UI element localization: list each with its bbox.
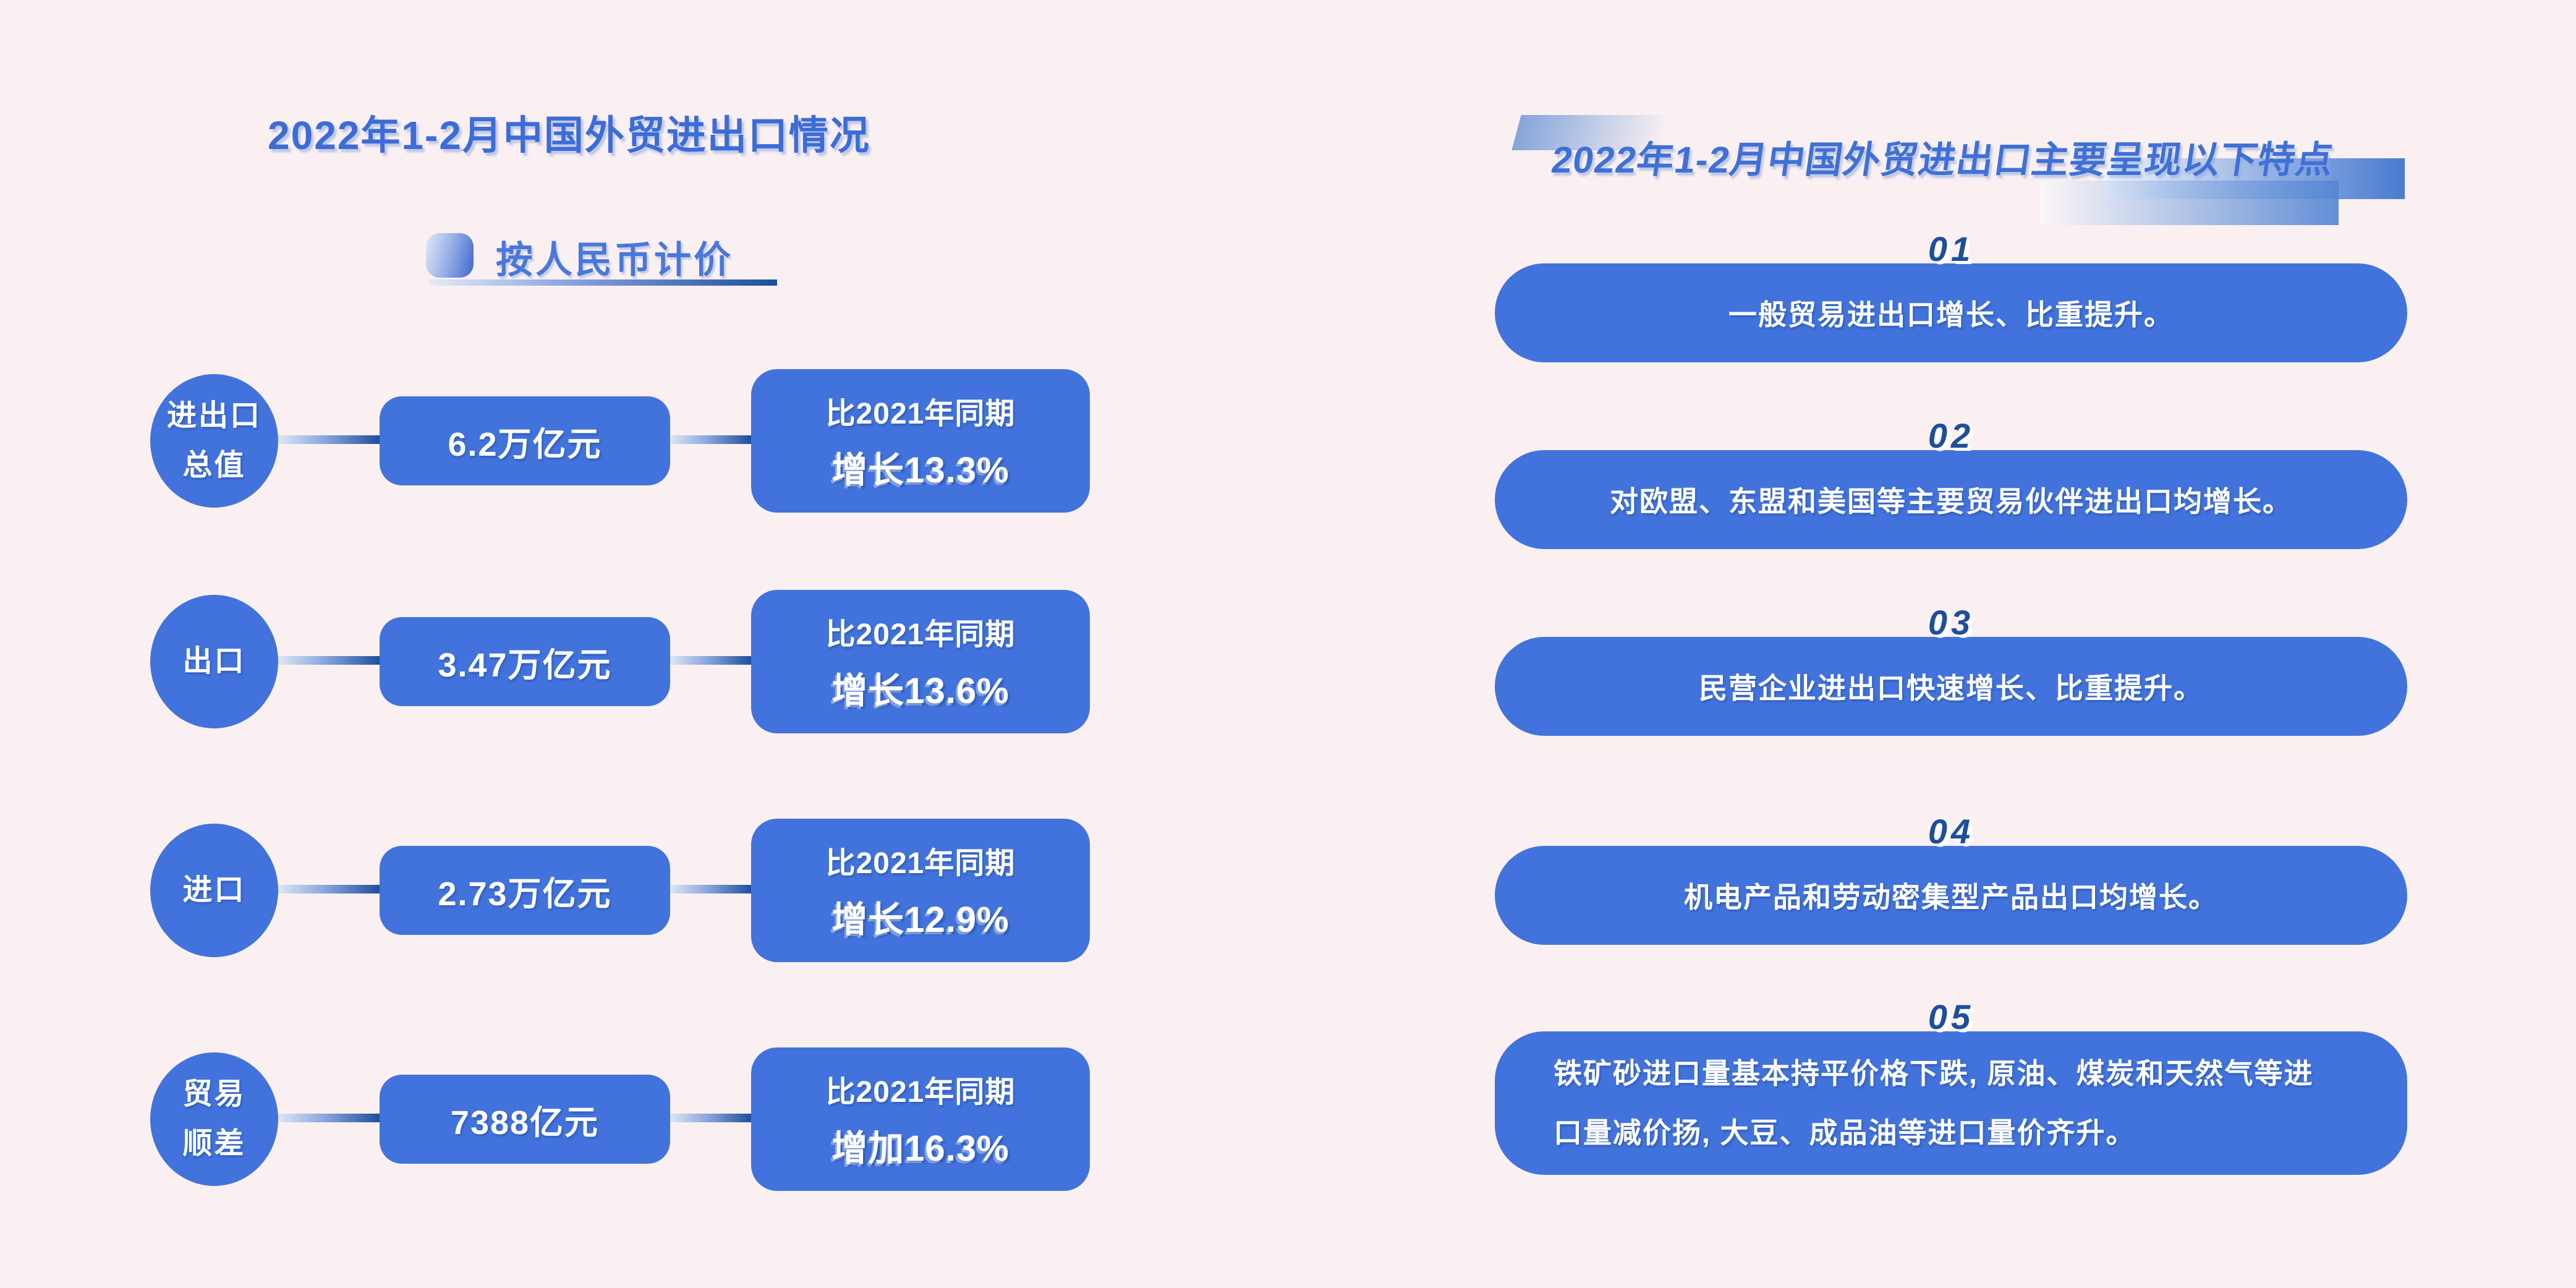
stat-circle: 进口 <box>150 824 278 957</box>
circle-label-line1: 进口 <box>182 874 246 906</box>
connector-line <box>670 885 751 893</box>
compare-line1: 比2021年同期 <box>825 847 1016 880</box>
connector-line <box>278 656 380 665</box>
feature-number: 02 <box>1928 416 1975 455</box>
feature-text: 机电产品和劳动密集型产品出口均增长。 <box>1684 881 2218 913</box>
subtitle-underline <box>429 279 777 286</box>
connector-line <box>278 885 380 893</box>
left-panel-title: 2022年1-2月中国外贸进出口情况 <box>268 113 870 158</box>
feature-pill: 一般贸易进出口增长、比重提升。 <box>1495 263 2407 362</box>
subtitle-bullet-icon <box>426 233 474 278</box>
feature-number: 04 <box>1928 812 1975 851</box>
connector-line <box>670 1114 751 1122</box>
right-panel-title: 2022年1-2月中国外贸进出口主要呈现以下特点 <box>1549 139 2337 181</box>
compare-line2: 增长12.9% <box>831 900 1010 940</box>
stat-value-box: 6.2万亿元 <box>380 396 670 485</box>
feature-text: 对欧盟、东盟和美国等主要贸易伙伴进出口均增长。 <box>1610 485 2292 518</box>
subtitle-label: 按人民币计价 <box>496 239 733 281</box>
stat-row-export: 出口 3.47万亿元 比2021年同期 增长13.6% <box>0 590 1175 733</box>
stat-circle: 出口 <box>150 595 278 728</box>
stat-row-total: 进出口 总值 6.2万亿元 比2021年同期 增长13.3% <box>0 369 1175 513</box>
feature-pill: 民营企业进出口快速增长、比重提升。 <box>1495 637 2407 736</box>
feature-item-01: 01 一般贸易进出口增长、比重提升。 <box>1495 225 2407 362</box>
compare-line2: 增长13.3% <box>831 450 1010 490</box>
connector-line <box>278 1114 380 1122</box>
feature-item-04: 04 机电产品和劳动密集型产品出口均增长。 <box>1495 808 2407 945</box>
feature-number: 05 <box>1928 997 1975 1036</box>
feature-number: 03 <box>1928 603 1975 642</box>
stat-circle-label: 贸易 顺差 <box>182 1070 245 1169</box>
stat-value: 3.47万亿元 <box>438 646 612 684</box>
compare-line2: 增加16.3% <box>831 1128 1010 1169</box>
feature-pill: 机电产品和劳动密集型产品出口均增长。 <box>1495 846 2407 945</box>
stat-value-box: 2.73万亿元 <box>380 846 670 935</box>
circle-label-line1: 贸易 <box>182 1078 246 1111</box>
stat-circle: 进出口 总值 <box>150 374 278 508</box>
connector-line <box>278 435 380 444</box>
compare-line2: 增长13.6% <box>831 671 1010 711</box>
feature-number: 01 <box>1928 229 1975 268</box>
stat-value: 2.73万亿元 <box>438 875 612 913</box>
stat-circle: 贸易 顺差 <box>150 1052 278 1186</box>
circle-label-line1: 进出口 <box>166 399 261 432</box>
feature-text: 民营企业进出口快速增长、比重提升。 <box>1699 672 2203 704</box>
compare-box: 比2021年同期 增加16.3% <box>751 1047 1090 1191</box>
stat-circle-label: 出口 <box>182 637 245 686</box>
feature-text: 铁矿砂进口量基本持平价格下跌, 原油、煤炭和天然气等进口量减价扬, 大豆、成品油… <box>1554 1057 2314 1149</box>
feature-pill: 对欧盟、东盟和美国等主要贸易伙伴进出口均增长。 <box>1495 450 2407 549</box>
compare-box: 比2021年同期 增长13.3% <box>751 369 1090 513</box>
stat-row-import: 进口 2.73万亿元 比2021年同期 增长12.9% <box>0 819 1175 962</box>
stat-row-surplus: 贸易 顺差 7388亿元 比2021年同期 增加16.3% <box>0 1047 1175 1191</box>
compare-line1: 比2021年同期 <box>825 398 1016 430</box>
circle-label-line2: 顺差 <box>182 1127 246 1160</box>
feature-pill: 铁矿砂进口量基本持平价格下跌, 原油、煤炭和天然气等进口量减价扬, 大豆、成品油… <box>1495 1031 2407 1175</box>
stat-value: 7388亿元 <box>450 1104 600 1141</box>
feature-text: 一般贸易进出口增长、比重提升。 <box>1728 299 2174 331</box>
feature-item-02: 02 对欧盟、东盟和美国等主要贸易伙伴进出口均增长。 <box>1495 412 2407 549</box>
compare-box: 比2021年同期 增长12.9% <box>751 819 1090 962</box>
compare-line1: 比2021年同期 <box>825 618 1016 651</box>
stat-circle-label: 进口 <box>182 866 245 915</box>
feature-item-05: 05 铁矿砂进口量基本持平价格下跌, 原油、煤炭和天然气等进口量减价扬, 大豆、… <box>1495 993 2407 1175</box>
circle-label-line1: 出口 <box>182 645 246 678</box>
connector-line <box>670 435 751 444</box>
compare-box: 比2021年同期 增长13.6% <box>751 590 1090 733</box>
feature-item-03: 03 民营企业进出口快速增长、比重提升。 <box>1495 599 2407 736</box>
circle-label-line2: 总值 <box>182 449 246 482</box>
stat-circle-label: 进出口 总值 <box>167 391 261 490</box>
compare-line1: 比2021年同期 <box>825 1076 1016 1109</box>
stat-value: 6.2万亿元 <box>448 425 602 463</box>
stat-value-box: 3.47万亿元 <box>380 617 670 706</box>
stat-value-box: 7388亿元 <box>380 1075 670 1164</box>
connector-line <box>670 656 751 665</box>
title-decor-bar-lower <box>2040 181 2339 225</box>
